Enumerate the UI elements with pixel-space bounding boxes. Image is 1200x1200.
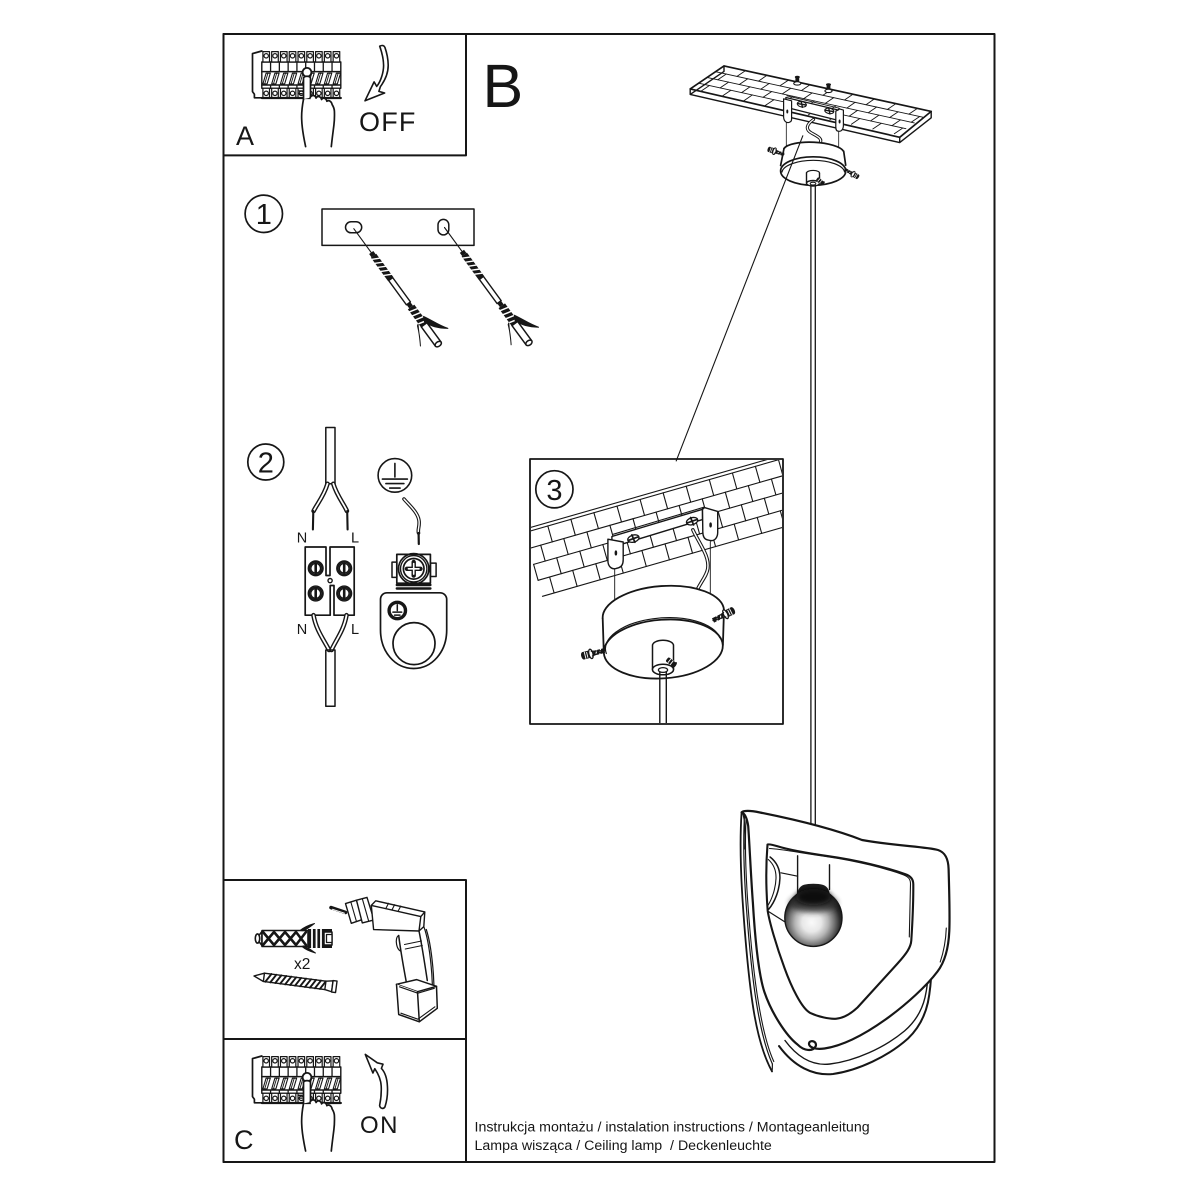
svg-text:OFF: OFF (359, 107, 417, 137)
svg-text:3: 3 (546, 475, 562, 507)
svg-text:A: A (236, 121, 254, 151)
svg-text:C: C (234, 1125, 254, 1155)
svg-text:x2: x2 (294, 956, 310, 973)
svg-text:L: L (351, 622, 359, 638)
svg-text:2: 2 (258, 447, 274, 479)
svg-text:B: B (483, 52, 524, 120)
svg-text:1: 1 (256, 199, 272, 231)
svg-text:L: L (351, 531, 359, 547)
svg-text:N: N (297, 531, 307, 547)
svg-text:N: N (297, 622, 307, 638)
svg-text:Lampa wisząca / Ceiling lamp: Lampa wisząca / Ceiling lamp / Deckenleu… (475, 1138, 772, 1154)
svg-text:ON: ON (360, 1112, 399, 1139)
svg-text:Instrukcja montażu / instalati: Instrukcja montażu / instalation instruc… (475, 1119, 870, 1135)
